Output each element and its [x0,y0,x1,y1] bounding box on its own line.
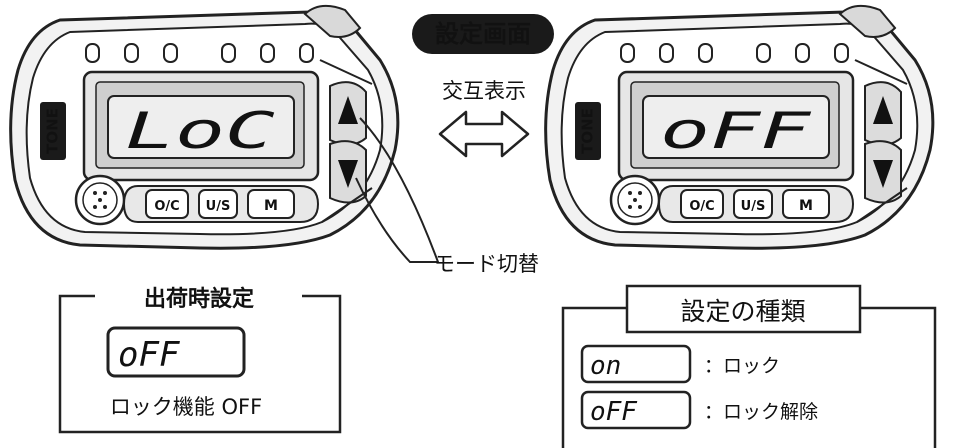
mode-switch-leader [359,117,440,263]
setting-types-title: 設定の種類 [680,297,805,326]
factory-setting-display: oFF [118,335,180,375]
alternate-label: 交互表示 [442,79,526,103]
setting-type-off-description: ：ロック解除 [704,401,818,423]
right-tone-label: TONE [579,108,597,154]
right-lcd-display: oFF [660,102,811,160]
double-arrow-icon [438,110,530,158]
settings-screen-badge-text: 設定画面 [435,20,531,48]
setting-types-panel: 設定の種類 on ：ロック oFF ：ロック解除 [561,284,937,448]
mode-switch-leader-2 [355,177,430,263]
right-device: TONE oFF O/C U/S M [544,4,935,250]
mode-switch-label: モード切替 [434,252,539,276]
factory-setting-caption: ロック機能 OFF [110,395,262,419]
setting-type-on-description: ：ロック [704,355,780,377]
left-m-button-label: M [264,198,278,214]
up-arrow-icon [873,96,893,124]
right-oc-button-label: O/C [689,199,714,214]
left-device: TONE LoC O/C U/S M [9,4,400,250]
down-arrow-icon [873,160,893,188]
left-lcd-display: LoC [125,102,275,160]
up-arrow-icon [338,96,358,124]
left-tone-label: TONE [44,108,62,154]
right-m-button-label: M [799,198,813,214]
factory-setting-title: 出荷時設定 [144,286,254,312]
left-us-button-label: U/S [206,199,231,214]
factory-setting-panel: 出荷時設定 oFF ロック機能 OFF [58,286,342,434]
setting-type-off-display: oFF [590,397,638,427]
setting-type-on-display: on [590,351,621,381]
left-oc-button-label: O/C [154,199,179,214]
settings-screen-badge: 設定画面 [412,14,554,54]
down-arrow-icon [338,160,358,188]
right-us-button-label: U/S [741,199,766,214]
